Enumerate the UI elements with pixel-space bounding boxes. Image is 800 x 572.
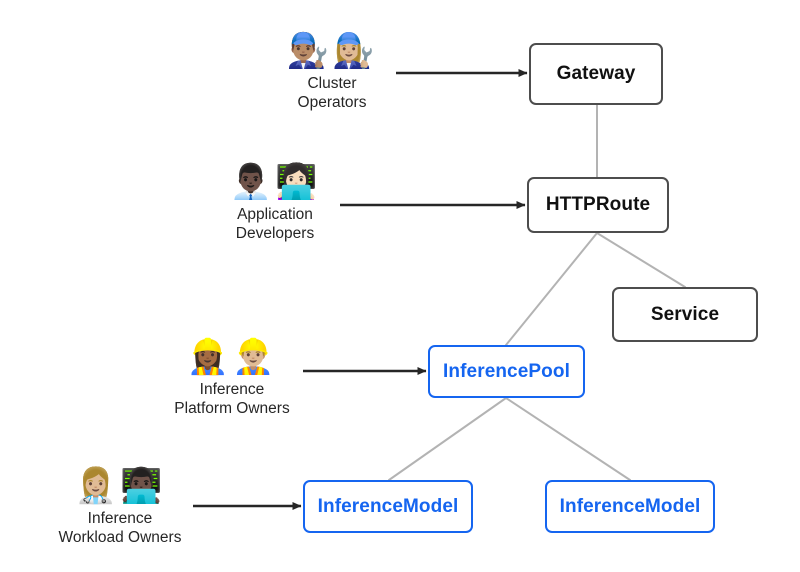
persona-label-inference-platform-owners: Inference Platform Owners xyxy=(174,381,290,417)
connector-inferencepool-inferencemodel-a xyxy=(388,397,507,481)
persona-application-developers: 👨🏿‍💼👩🏻‍💻 Application Developers xyxy=(165,162,385,243)
connector-httproute-inferencepool xyxy=(505,232,598,346)
persona-inference-platform-owners: 👷🏾‍♀️👷🏼‍♂️ Inference Platform Owners xyxy=(122,337,342,418)
persona-label-inference-workload-owners: Inference Workload Owners xyxy=(58,510,182,546)
node-inferencepool[interactable]: InferencePool xyxy=(428,345,585,398)
persona-label-cluster-operators: Cluster Operators xyxy=(297,75,367,111)
persona-cluster-operators: 👨🏽‍🔧👩🏼‍🔧 Cluster Operators xyxy=(222,31,442,112)
mechanic-people-icon: 👨🏽‍🔧👩🏼‍🔧 xyxy=(286,31,378,71)
node-service[interactable]: Service xyxy=(612,287,758,342)
connector-inferencepool-inferencemodel-b xyxy=(505,397,631,481)
node-inferencemodel-b[interactable]: InferenceModel xyxy=(545,480,715,533)
construction-worker-people-icon: 👷🏾‍♀️👷🏼‍♂️ xyxy=(186,337,278,377)
persona-label-application-developers: Application Developers xyxy=(235,206,315,242)
health-worker-technologist-people-icon: 👩🏼‍⚕️👨🏿‍💻 xyxy=(74,466,166,506)
node-httproute[interactable]: HTTPRoute xyxy=(527,177,669,233)
persona-inference-workload-owners: 👩🏼‍⚕️👨🏿‍💻 Inference Workload Owners xyxy=(10,466,230,547)
connector-httproute-service xyxy=(596,232,686,288)
office-worker-technologist-people-icon: 👨🏿‍💼👩🏻‍💻 xyxy=(229,162,321,202)
node-gateway[interactable]: Gateway xyxy=(529,43,663,105)
node-inferencemodel-a[interactable]: InferenceModel xyxy=(303,480,473,533)
